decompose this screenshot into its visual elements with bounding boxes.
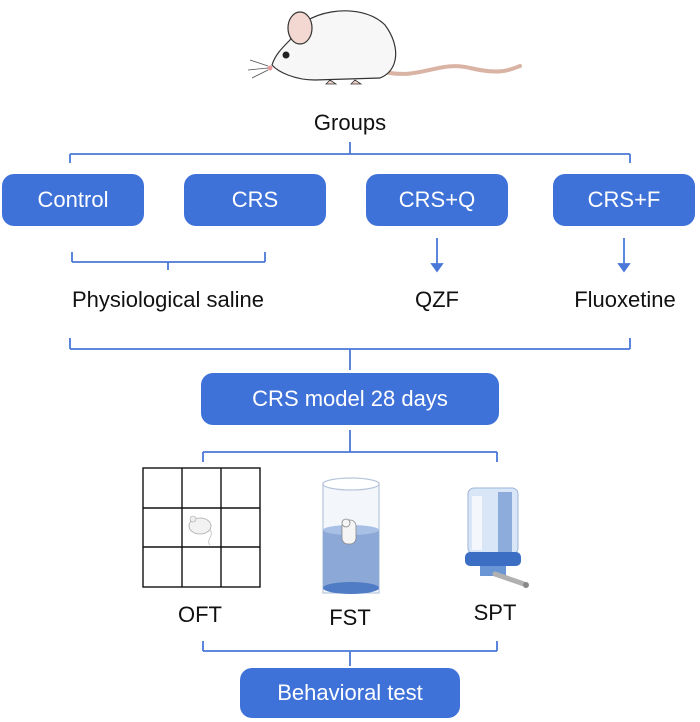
behavior-connector <box>202 641 498 666</box>
test-label-oft: OFT <box>178 602 222 627</box>
group-box-crs-q: CRS+Q <box>366 174 508 226</box>
model-connector <box>69 338 631 370</box>
forced-swim-cylinder-icon <box>322 477 380 594</box>
tests-connector <box>202 430 498 462</box>
open-field-grid-icon <box>142 467 261 588</box>
group-box-control: Control <box>2 174 144 226</box>
fluoxetine-label: Fluoxetine <box>574 287 676 312</box>
qzf-arrow <box>430 238 444 273</box>
saline-connector <box>71 252 266 270</box>
group-box-crs: CRS <box>184 174 326 226</box>
model-box: CRS model 28 days <box>201 373 499 425</box>
saline-label: Physiological saline <box>72 287 264 312</box>
water-bottle-icon <box>465 487 529 588</box>
test-label-spt: SPT <box>473 600 517 625</box>
behavioral-test-box: Behavioral test <box>240 668 460 718</box>
groups-connector <box>69 142 631 163</box>
test-label-fst: FST <box>329 605 371 630</box>
qzf-label: QZF <box>415 287 459 312</box>
group-box-crs-f: CRS+F <box>553 174 695 226</box>
mouse-icon <box>247 10 522 85</box>
fluoxetine-arrow <box>617 238 631 273</box>
groups-title: Groups <box>313 110 387 135</box>
